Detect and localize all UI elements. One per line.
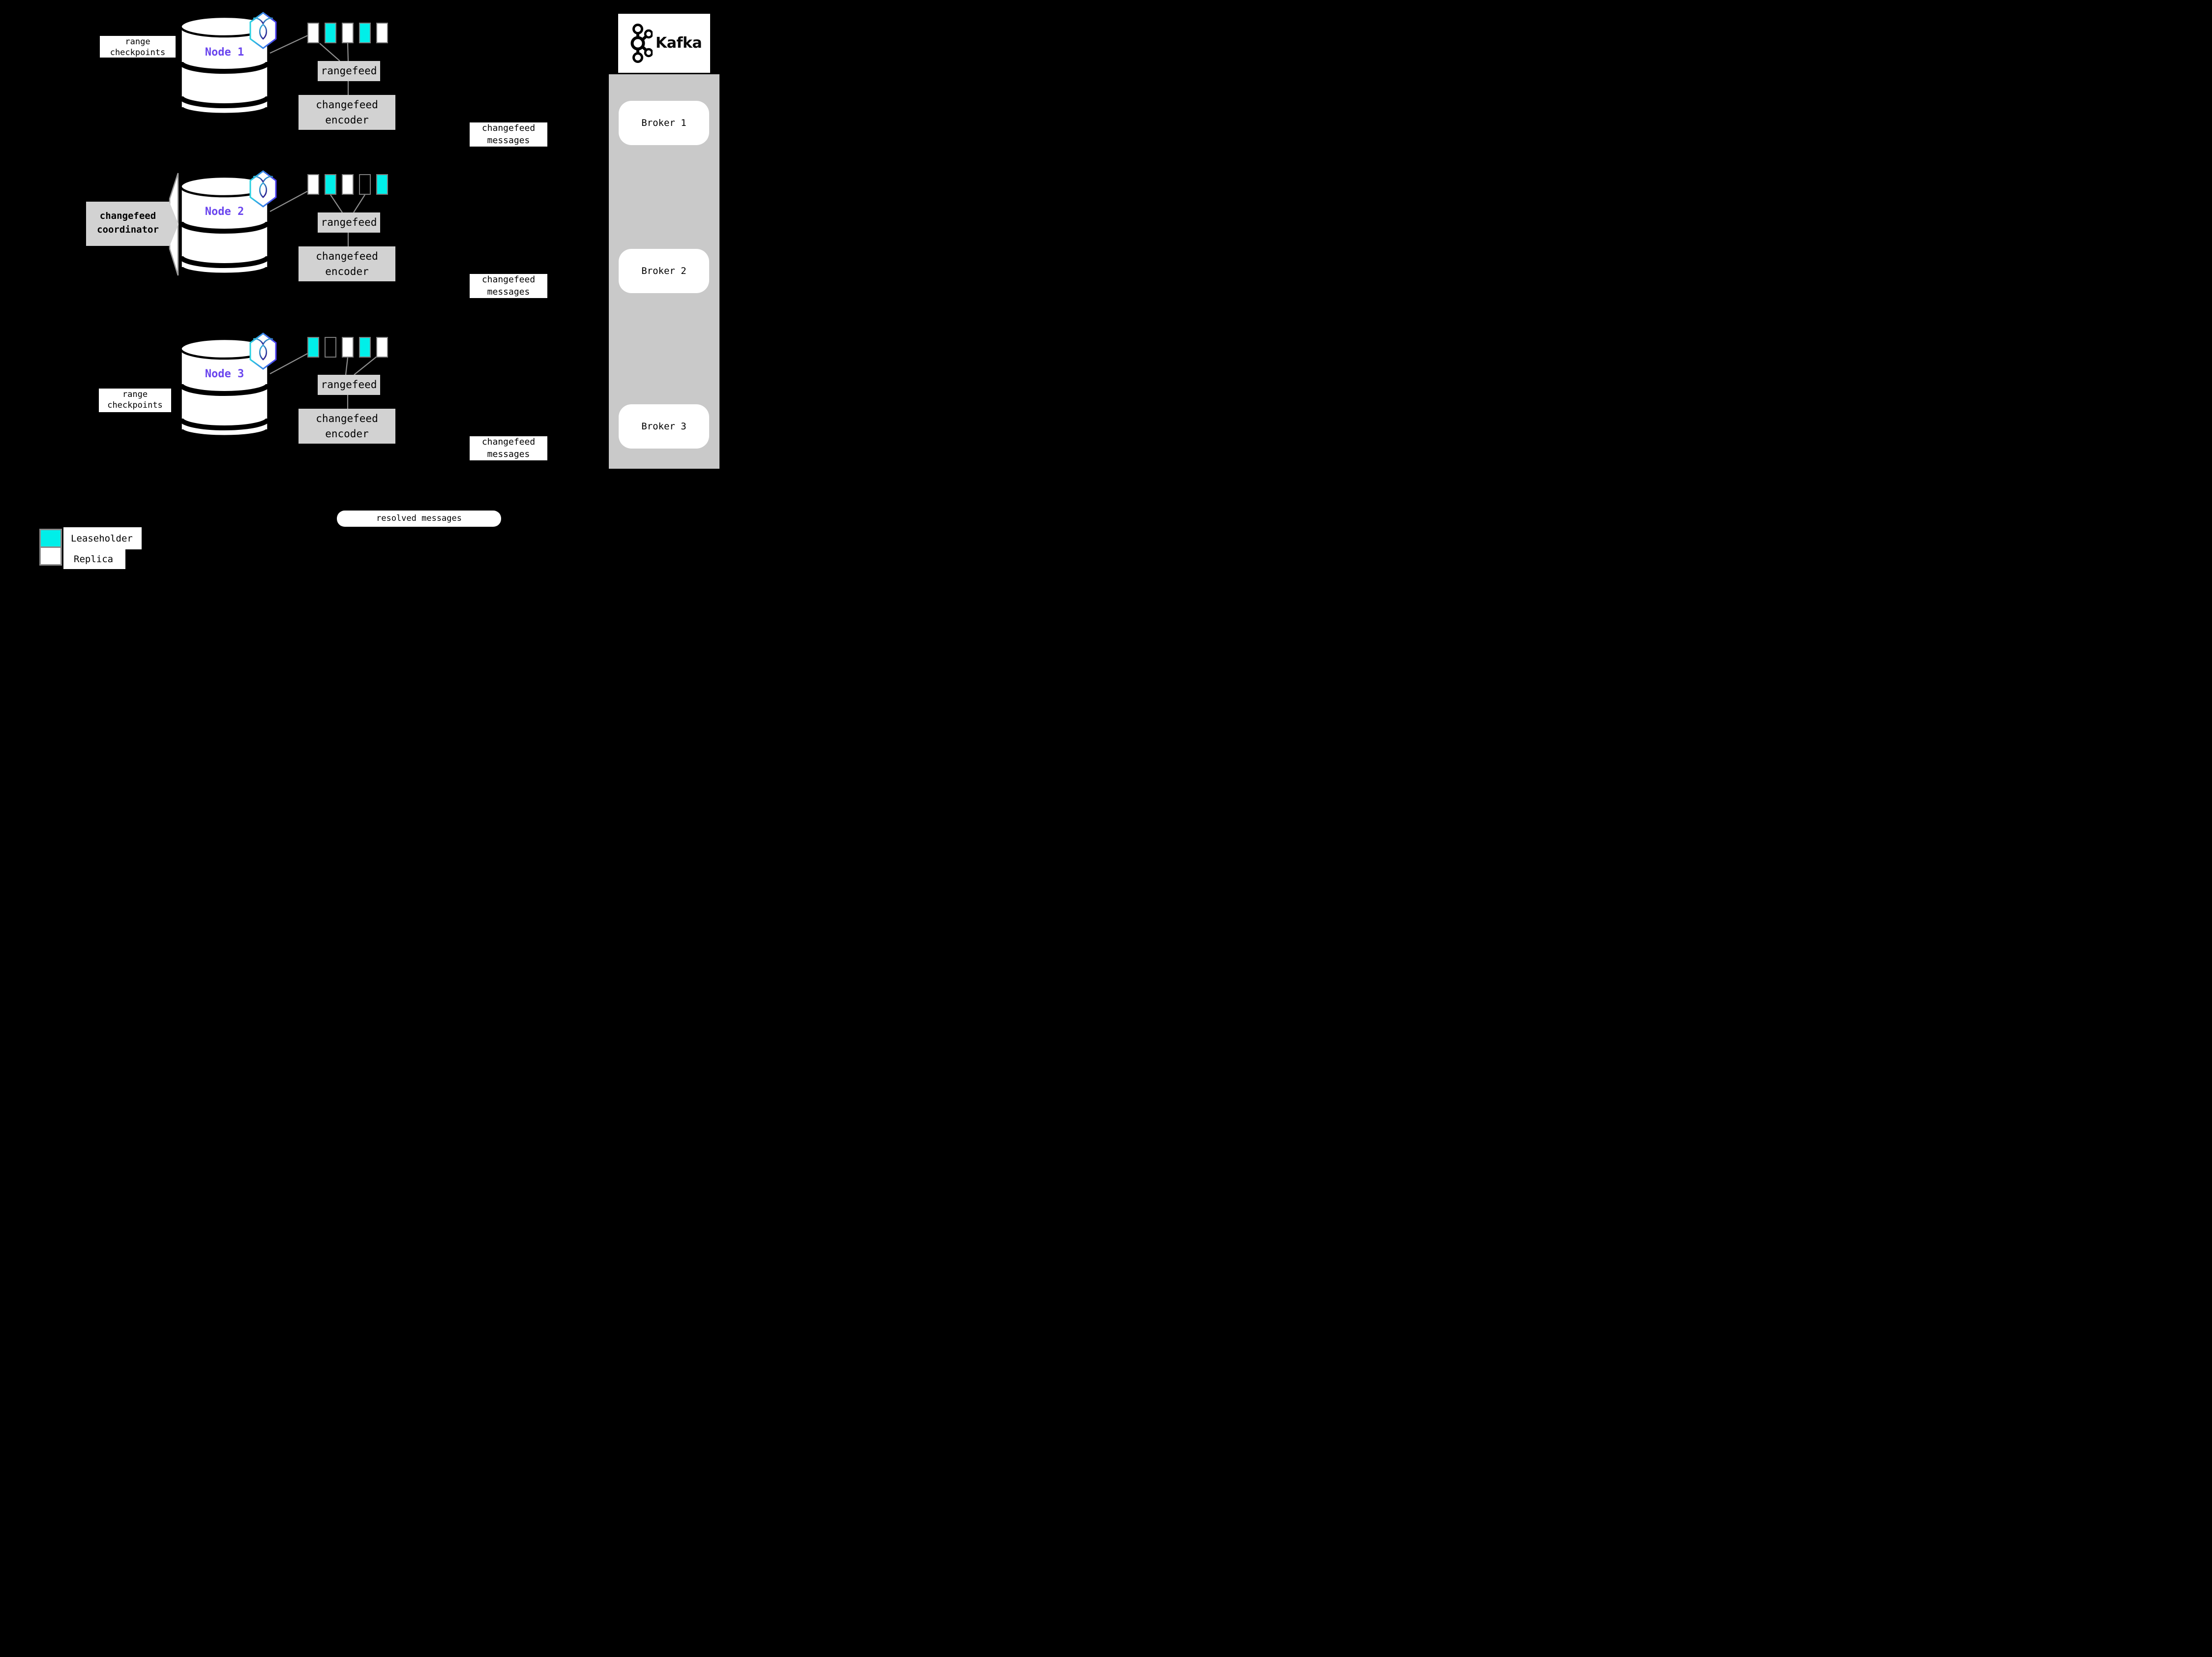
encoder-line2: encoder bbox=[325, 114, 369, 126]
legend-swatch-replica bbox=[39, 546, 62, 566]
range-square bbox=[376, 23, 388, 43]
range-square bbox=[307, 174, 319, 195]
changefeed-messages-label: changefeed messages bbox=[470, 436, 547, 460]
coordinator-line1: changefeed bbox=[99, 211, 156, 221]
node1-label: Node 1 bbox=[205, 46, 244, 59]
kafka-wordmark: Kafka bbox=[656, 34, 702, 52]
cockroachdb-logo-icon bbox=[249, 12, 277, 49]
messages-line1: changefeed bbox=[481, 274, 536, 285]
range-checkpoints-label: range checkpoints bbox=[100, 36, 176, 58]
changefeed-messages-label: changefeed messages bbox=[470, 122, 547, 147]
coordinator-flag bbox=[169, 173, 179, 276]
node1-cylinder bbox=[179, 16, 270, 115]
messages-line1: changefeed bbox=[481, 123, 536, 133]
broker-box: Broker 1 bbox=[619, 101, 709, 145]
legend-label-leaseholder: Leaseholder bbox=[63, 527, 142, 549]
broker-box: Broker 3 bbox=[619, 404, 709, 449]
kafka-logo-icon bbox=[630, 24, 653, 63]
checkpoints-line2: checkpoints bbox=[110, 47, 166, 58]
broker-box: Broker 2 bbox=[619, 249, 709, 293]
range-square bbox=[325, 337, 336, 358]
range-square bbox=[325, 174, 336, 195]
range-square bbox=[307, 23, 319, 43]
node2-label: Node 2 bbox=[205, 206, 244, 218]
range-square bbox=[307, 337, 319, 358]
encoder-line1: changefeed bbox=[316, 99, 378, 111]
changefeed-encoder-box: changefeed encoder bbox=[299, 95, 395, 130]
range-square bbox=[342, 174, 354, 195]
node3-cylinder bbox=[179, 338, 270, 437]
encoder-line2: encoder bbox=[325, 266, 369, 277]
broker-label: Broker 3 bbox=[641, 421, 687, 432]
checkpoints-line2: checkpoints bbox=[107, 400, 163, 410]
cockroachdb-logo-icon bbox=[249, 170, 277, 208]
range-square bbox=[376, 174, 388, 195]
broker-label: Broker 1 bbox=[641, 118, 687, 128]
changefeed-architecture-diagram: Node 1 rangefeed changefeed encoder chan… bbox=[0, 0, 771, 577]
broker-label: Broker 2 bbox=[641, 266, 687, 276]
coordinator-line2: coordinator bbox=[97, 224, 159, 235]
rangefeed-box: rangefeed bbox=[318, 61, 380, 81]
range-square bbox=[359, 337, 371, 358]
messages-line2: messages bbox=[487, 286, 530, 297]
checkpoints-line1: range bbox=[125, 37, 150, 47]
messages-line2: messages bbox=[487, 135, 530, 146]
node2-cylinder bbox=[179, 176, 270, 275]
encoder-line2: encoder bbox=[325, 428, 369, 440]
node3-label: Node 3 bbox=[205, 368, 244, 380]
changefeed-messages-label: changefeed messages bbox=[470, 274, 547, 298]
range-square bbox=[342, 337, 354, 358]
checkpoints-line1: range bbox=[122, 390, 148, 399]
changefeed-coordinator-box: changefeed coordinator bbox=[86, 202, 170, 246]
messages-line2: messages bbox=[487, 449, 530, 459]
range-checkpoints-label: range checkpoints bbox=[99, 389, 171, 412]
rangefeed-box: rangefeed bbox=[318, 375, 380, 395]
changefeed-encoder-box: changefeed encoder bbox=[299, 246, 395, 281]
cockroachdb-logo-icon bbox=[249, 332, 277, 370]
rangefeed-box: rangefeed bbox=[318, 212, 380, 233]
range-square bbox=[325, 23, 336, 43]
encoder-line1: changefeed bbox=[316, 413, 378, 424]
changefeed-encoder-box: changefeed encoder bbox=[299, 409, 395, 444]
resolved-messages-pill: resolved messages bbox=[337, 511, 501, 527]
legend-label-replica: Replica bbox=[63, 549, 125, 569]
range-square bbox=[376, 337, 388, 358]
encoder-line1: changefeed bbox=[316, 250, 378, 262]
messages-line1: changefeed bbox=[481, 437, 536, 447]
range-square bbox=[342, 23, 354, 43]
range-square bbox=[359, 174, 371, 195]
legend-swatch-leaseholder bbox=[39, 529, 62, 548]
kafka-logo-box: Kafka bbox=[618, 14, 710, 73]
range-square bbox=[359, 23, 371, 43]
